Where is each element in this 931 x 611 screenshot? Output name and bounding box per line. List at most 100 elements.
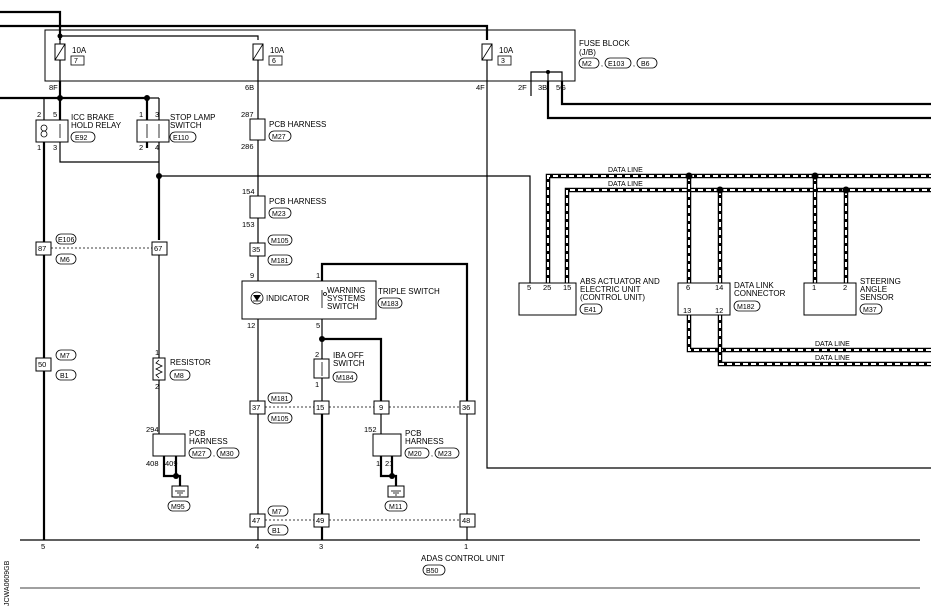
pin-label: 1 <box>376 459 380 468</box>
can-h-line-dash <box>547 175 931 283</box>
pin-label: 5 <box>316 321 320 330</box>
pcb-harness-m30: 294 408 409 PCB HARNESS M27 , M30 <box>146 425 240 468</box>
pin-label: 408 <box>146 459 159 468</box>
splice-dot <box>57 33 63 39</box>
can-l-line-dash <box>566 189 931 283</box>
splice-dot <box>546 70 550 74</box>
connector-badge <box>332 371 358 383</box>
connector-badge <box>422 564 446 576</box>
can-h-out <box>686 315 931 353</box>
pin-label: 153 <box>242 220 255 229</box>
switch-label: STOP LAMP <box>170 113 216 122</box>
connector-label: M8 <box>174 373 184 380</box>
connector-label: B6 <box>641 61 650 68</box>
relay-coil-icon <box>40 130 48 138</box>
wire-3b-out <box>546 81 931 120</box>
connector-badge <box>55 233 77 245</box>
ignition-feed-wire <box>0 24 489 40</box>
pin-label: 152 <box>364 425 377 434</box>
ground-icon <box>171 485 189 498</box>
connector-badge <box>578 57 600 69</box>
connector-label: M184 <box>336 375 354 382</box>
pin-label: 36 <box>462 403 470 412</box>
relay-body <box>35 119 69 143</box>
pin-label: 1 <box>155 348 159 357</box>
diagram-code: JCWA0609GB <box>4 560 11 606</box>
data-line-label: DATA LINE <box>815 355 850 362</box>
switch-label: SWITCH <box>170 121 202 130</box>
sensor-label: ANGLE <box>860 285 887 294</box>
wire <box>59 142 159 163</box>
connector-label: M30 <box>220 451 234 458</box>
connector-badge <box>169 131 197 143</box>
pin-label: 37 <box>252 403 260 412</box>
connector-badge <box>384 500 408 512</box>
wire-4f-out <box>486 81 931 469</box>
can-l-line <box>564 187 931 283</box>
fuse-number-box <box>268 55 283 66</box>
fuse-number: 3 <box>501 58 505 65</box>
pcb-harness-m23: 154 153 PCB HARNESS M23 <box>242 187 326 229</box>
connector-badge <box>188 447 212 459</box>
fuse-element <box>481 43 493 61</box>
fuse-bus-wire <box>60 35 259 40</box>
resistor: 1 2 RESISTOR M8 <box>152 348 211 391</box>
connector-badge <box>377 297 403 309</box>
separator: , <box>431 451 433 458</box>
harness-label: PCB <box>405 429 421 438</box>
relay-label: ICC BRAKE <box>71 113 114 122</box>
splice-dot <box>842 186 850 194</box>
steering-angle-sensor: 1 2 STEERING ANGLE SENSOR M37 <box>803 277 901 316</box>
connector-badge <box>70 131 96 143</box>
connector-badge <box>604 57 632 69</box>
resistor-icon <box>155 359 163 379</box>
pin-label: 3B <box>538 83 547 92</box>
indicator-label: INDICATOR <box>266 294 309 303</box>
fuse-number: 7 <box>74 58 78 65</box>
pin-label: 8F <box>49 83 58 92</box>
pin-label: 50 <box>38 360 46 369</box>
warning-switch-label: SYSTEMS <box>327 294 365 303</box>
pin-label: 14 <box>715 283 723 292</box>
pin-label: 48 <box>462 516 470 525</box>
connector-label: M2 <box>582 61 592 68</box>
splice-dot <box>173 473 179 479</box>
pin-label: 2F <box>518 83 527 92</box>
pin-label: 4 <box>155 143 159 152</box>
connector-badge <box>579 303 603 315</box>
sensor-label: SENSOR <box>860 293 894 302</box>
sensor-label: STEERING <box>860 277 901 286</box>
icc-brake-hold-relay: 2 5 1 3 ICC BRAKE HOLD RELAY E92 <box>0 81 150 152</box>
pin-label: 4F <box>476 83 485 92</box>
pin-label: 5 <box>53 110 57 119</box>
pin-label: 13 <box>683 306 691 315</box>
pin-label: 87 <box>38 244 46 253</box>
connector-badge <box>636 57 658 69</box>
connector-badge <box>267 392 293 404</box>
switch-contact-icon <box>323 292 327 296</box>
pin-label: 9 <box>250 271 254 280</box>
fuse-block-subtitle: (J/B) <box>579 48 596 57</box>
indicator-diode-icon <box>253 295 261 301</box>
ground-box <box>387 485 405 498</box>
triple-switch-body <box>241 280 377 320</box>
indicator-lamp-icon <box>250 291 264 305</box>
abs-actuator: 5 25 15 ABS ACTUATOR AND ELECTRIC UNIT (… <box>518 277 660 316</box>
connector-label: M181 <box>271 396 289 403</box>
pin-label: 1 <box>812 283 816 292</box>
connector-badge <box>55 349 77 361</box>
connector-label: M7 <box>60 353 70 360</box>
row-joints: 37 15 9 36 M181 M105 <box>249 392 476 424</box>
separator: , <box>213 451 215 458</box>
fuse-number: 6 <box>272 58 276 65</box>
harness-body <box>249 195 266 219</box>
connector-label: M105 <box>271 416 289 423</box>
pin-label: 67 <box>154 244 162 253</box>
connector-label: M6 <box>60 257 70 264</box>
wire-5g-out <box>560 81 931 106</box>
fuse-block: 10A 7 8F 10A 6 6B 10A 3 4F <box>0 10 658 92</box>
can-l-out-dash <box>719 315 931 365</box>
connector-label: E92 <box>75 135 88 142</box>
fuse-amp: 10A <box>499 46 514 55</box>
harness-label: PCB HARNESS <box>269 197 326 206</box>
